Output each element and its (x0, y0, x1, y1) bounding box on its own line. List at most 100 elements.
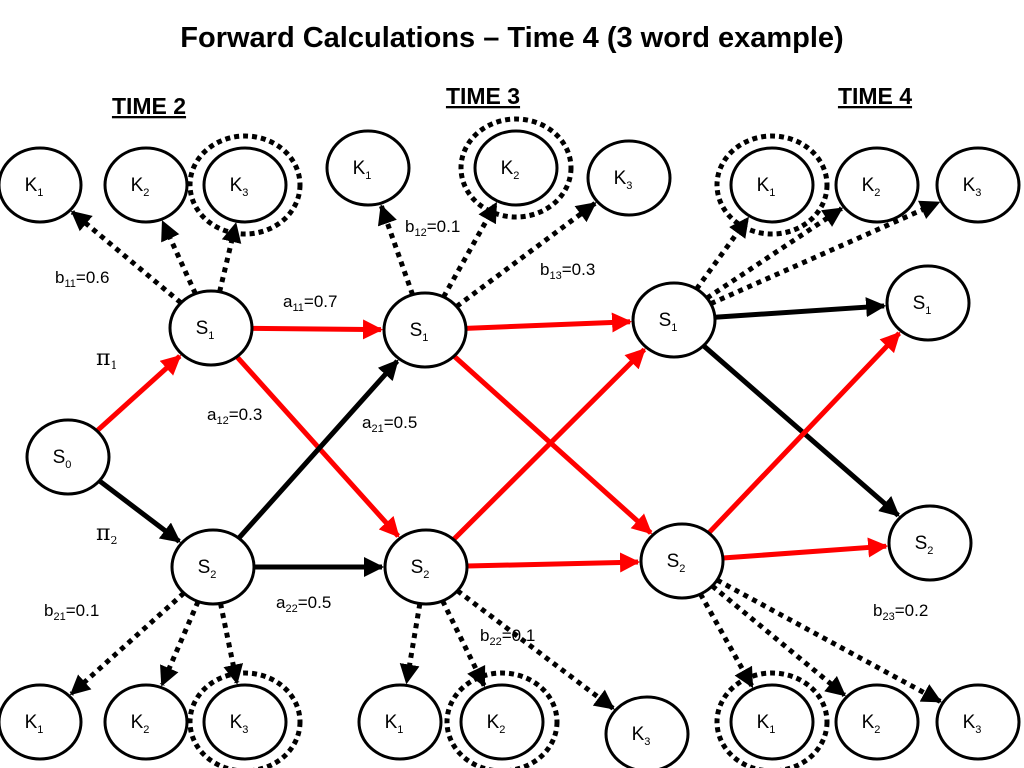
transition-arrow-s2_t3-to-s2_t4 (466, 552, 641, 573)
node-circle (103, 683, 189, 761)
node-label-sub: 1 (769, 187, 775, 199)
node-label-sub: 2 (874, 187, 880, 199)
label-base: b (44, 601, 53, 620)
node-k2-t3-bot: K2 (444, 670, 560, 768)
transition-arrow-s1_t2-to-s1_t3 (251, 319, 384, 340)
node-label-sub: 1 (925, 305, 931, 317)
node-circle (834, 683, 920, 761)
label-value: =0.1 (66, 601, 100, 620)
label-base: a (283, 292, 293, 311)
node-label-sub: 3 (975, 187, 981, 199)
node-label-base: K (614, 168, 627, 189)
node-label-sub: 3 (644, 736, 650, 748)
node-circle (202, 683, 288, 761)
node-k1-t3-bot: K1 (357, 683, 443, 761)
node-label: K2 (487, 712, 506, 736)
node-circle (25, 418, 111, 496)
node-label-base: K (25, 175, 38, 196)
node-label-base: S (667, 551, 680, 572)
transition-arrow-s2_t3-to-s1_t4 (451, 347, 647, 542)
node-label-sub: 2 (874, 724, 880, 736)
node-circle (357, 683, 443, 761)
node-circle (168, 289, 254, 367)
node-label-sub: 2 (143, 724, 149, 736)
node-s1-t2: S1 (168, 289, 254, 367)
node-k3-t2-top: K3 (187, 133, 303, 237)
transition-arrow-s1_t4-to-s1_t5 (714, 297, 887, 320)
node-circle (935, 683, 1021, 761)
node-label-base: K (353, 158, 366, 179)
label-pi1: π1 (96, 346, 117, 372)
observed-symbol-ring (458, 116, 574, 220)
label-a22: a22=0.5 (276, 593, 331, 615)
node-circle (586, 139, 672, 217)
label-b23: b23=0.2 (873, 601, 928, 623)
node-circle (459, 683, 545, 761)
node-label: K2 (862, 175, 881, 199)
node-label-base: S (915, 533, 928, 554)
node-label-sub: 2 (423, 569, 429, 581)
node-s2-t2: S2 (170, 528, 256, 606)
emission-arrow-s1_t2-to-k1_t2_top (70, 210, 183, 305)
label-sub: 1 (110, 359, 117, 372)
node-label: S1 (913, 293, 932, 317)
node-label-sub: 3 (975, 724, 981, 736)
node-circle (170, 528, 256, 606)
label-base: b (405, 217, 414, 236)
node-label-base: K (230, 175, 243, 196)
label-value: =0.7 (304, 292, 338, 311)
node-s1-t5: S1 (885, 264, 971, 342)
node-label: K2 (131, 712, 150, 736)
node-label-base: K (131, 712, 144, 733)
label-sub: 2 (110, 534, 117, 547)
node-label: S1 (410, 320, 429, 344)
node-label-base: K (963, 175, 976, 196)
label-sub: 11 (64, 278, 75, 290)
node-s0: S0 (25, 418, 111, 496)
node-circle (639, 522, 725, 600)
node-label-sub: 2 (927, 545, 933, 557)
node-k1-t4-top: K1 (714, 133, 830, 237)
node-label-base: S (659, 310, 672, 331)
emission-arrow-s1_t3-to-k3_t3_top (455, 201, 597, 309)
transition-arrow-s2_t4-to-s2_t5 (722, 537, 889, 561)
node-label-base: K (501, 158, 514, 179)
node-label-sub: 1 (37, 187, 43, 199)
label-base: π (96, 521, 110, 546)
node-k2-t2-top: K2 (103, 146, 189, 224)
emission-arrow-s2_t4-to-k2_t4_bot (710, 584, 847, 698)
label-value: =0.2 (895, 601, 929, 620)
node-k3-t2-bot: K3 (187, 670, 303, 768)
node-label: K2 (862, 712, 881, 736)
node-k2-t3-top: K2 (458, 116, 574, 220)
label-value: =0.5 (298, 593, 332, 612)
node-k2-t2-bot: K2 (103, 683, 189, 761)
label-base: b (540, 260, 549, 279)
observed-symbol-ring (714, 670, 830, 768)
node-label-sub: 1 (37, 724, 43, 736)
node-label-sub: 3 (242, 187, 248, 199)
node-circle (325, 129, 411, 207)
node-circle (887, 504, 973, 582)
node-label-sub: 2 (143, 187, 149, 199)
emission-arrow-s1_t3-to-k2_t3_top (441, 201, 499, 299)
node-label-base: S (53, 447, 66, 468)
node-label-sub: 3 (626, 180, 632, 192)
observed-symbol-ring (444, 670, 560, 768)
emission-arrow-s2_t2-to-k3_t2_bot (218, 602, 244, 685)
node-label-base: S (913, 293, 926, 314)
node-label-base: K (757, 712, 770, 733)
node-label: K3 (230, 712, 249, 736)
node-k3-t4-top: K3 (935, 146, 1021, 224)
node-k3-t4-bot: K3 (935, 683, 1021, 761)
node-circle (729, 683, 815, 761)
node-k2-t4-bot: K2 (834, 683, 920, 761)
emission-arrow-s2_t3-to-k1_t3_bot (399, 603, 423, 685)
emission-arrow-s2_t2-to-k2_t2_bot (159, 600, 201, 687)
node-label: K3 (632, 724, 651, 748)
emission-arrow-s2_t3-to-k2_t3_bot (440, 599, 487, 688)
label-value: =0.5 (384, 413, 418, 432)
node-label: K1 (353, 158, 372, 182)
label-value: =0.1 (502, 626, 536, 645)
